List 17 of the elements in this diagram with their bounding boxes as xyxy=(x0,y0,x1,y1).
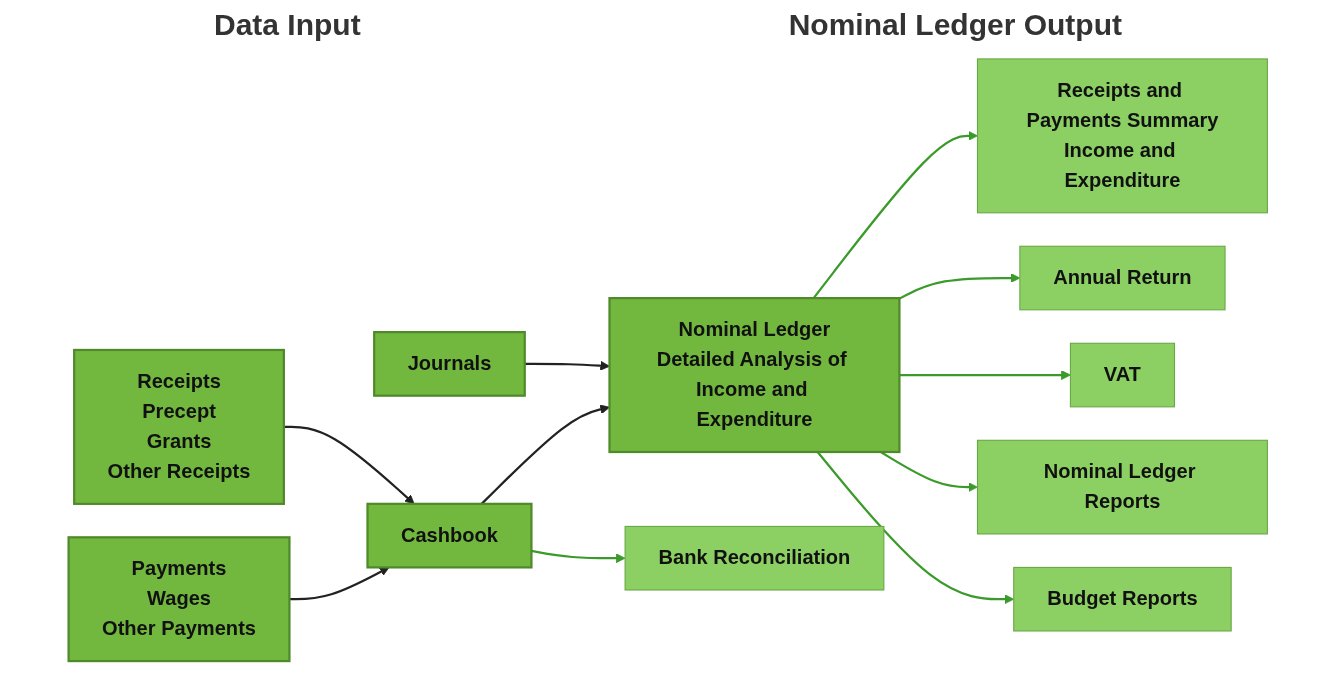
node-box: Journals xyxy=(373,331,526,397)
arrow xyxy=(524,360,610,371)
node-box: Nominal Ledger Reports xyxy=(976,439,1268,535)
section-heading: Data Input xyxy=(214,8,361,42)
node-box: Bank Reconciliation xyxy=(624,525,885,591)
arrow xyxy=(899,370,1071,380)
node-box: Nominal Ledger Detailed Analysis of Income and Expenditure xyxy=(608,297,901,454)
node-box: VAT xyxy=(1069,342,1176,408)
node-box: Payments Wages Other Payments xyxy=(67,536,291,663)
node-box: Cashbook xyxy=(366,502,533,569)
node-box: Budget Reports xyxy=(1013,566,1232,632)
node-box: Receipts Precept Grants Other Receipts xyxy=(73,348,285,505)
arrow xyxy=(531,549,626,564)
node-box: Annual Return xyxy=(1019,245,1226,311)
node-box: Receipts and Payments Summary Income and Expenditure xyxy=(976,58,1268,214)
section-heading: Nominal Ledger Output xyxy=(788,8,1122,42)
arrow xyxy=(812,130,978,299)
